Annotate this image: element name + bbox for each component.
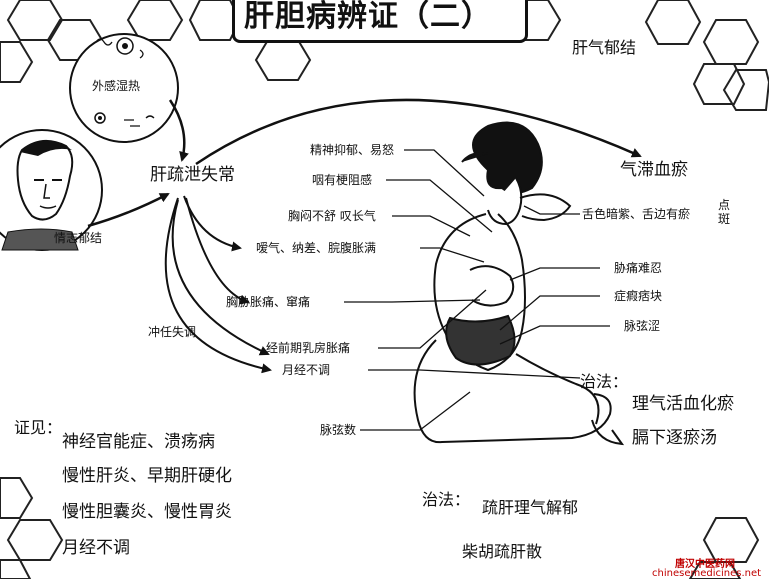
right-node: 气滞血瘀 [620,160,688,180]
cause-emotion-label: 情志郁结 [54,231,103,245]
symptom-left-6: 经前期乳房胀痛 [266,341,351,355]
woman-figure [413,121,625,446]
treatment-bottom-formula: 柴胡疏肝散 [462,542,543,561]
title-box [232,0,528,43]
symptom-right-3: 脉弦涩 [624,319,661,333]
symptom-left-3: 胸闷不舒 叹长气 [288,209,376,223]
treatment-right-method: 理气活血化瘀 [632,394,734,414]
symptom-left-1: 精神抑郁、易怒 [310,143,395,157]
symptom-left-4: 嗳气、纳差、脘腹胀满 [256,241,377,255]
watermark-url: chinesemedicines.net [652,568,762,579]
symptom-left-7: 月经不调 [282,363,331,377]
leader-lines [344,149,610,431]
watermark-title: 唐汉中医药网 [675,559,735,570]
symptom-right-2: 症瘕痞块 [614,289,663,303]
treatment-bottom-label: 治法： [422,490,471,509]
treatment-bottom-method: 疏肝理气解郁 [482,498,579,517]
syndrome-line-2: 慢性肝炎、早期肝硬化 [62,466,232,486]
symptom-left-5: 胸胁胀痛、窜痛 [226,295,311,309]
symptom-tongue: 舌色暗紫、舌边有瘀 [582,207,691,221]
external-cause-illustration [69,33,179,143]
syndrome-line-1: 神经官能症、溃疡病 [62,432,215,452]
symptom-tongue-suffix: 点斑 [718,198,731,226]
emotion-cause-illustration [0,129,103,251]
syndromes-label: 证见： [14,418,63,437]
chongren-label: 冲任失调 [148,325,197,339]
center-node: 肝疏泄失常 [150,165,235,185]
subtitle: 肝气郁结 [572,38,637,57]
syndrome-line-4: 月经不调 [62,538,130,558]
syndrome-line-3: 慢性胆囊炎、慢性胃炎 [62,502,232,522]
cause-external-label: 外感湿热 [92,79,141,93]
symptom-left-2: 咽有梗阻感 [312,173,373,187]
symptom-right-1: 胁痛难忍 [614,261,663,275]
symptom-left-8: 脉弦数 [320,423,357,437]
treatment-right-formula: 膈下逐瘀汤 [632,428,717,448]
page-title: 肝胆病辨证（二） [244,0,492,34]
treatment-right-label: 治法： [580,372,629,391]
